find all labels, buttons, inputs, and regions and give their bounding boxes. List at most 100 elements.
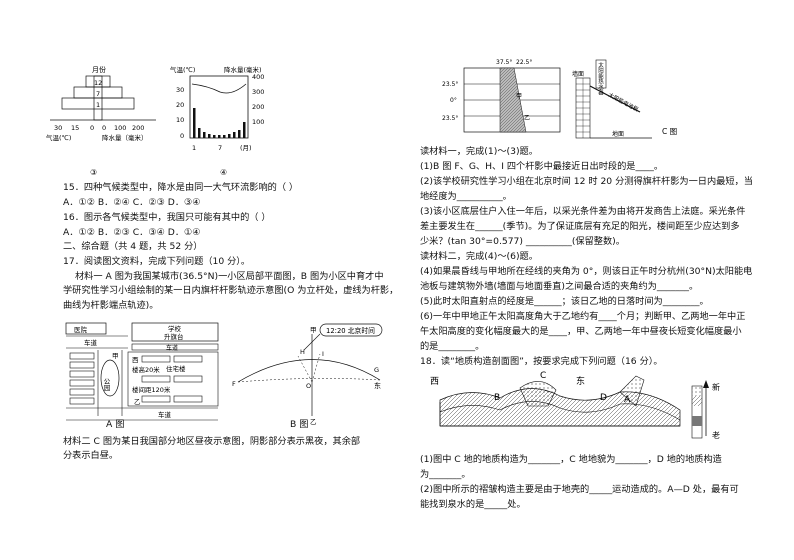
legend-new: 新 (712, 382, 720, 392)
figure-4-caption: ④ (220, 168, 227, 177)
lon-22-5: 22.5° (516, 59, 532, 66)
tick-30: 30 (54, 124, 62, 132)
road-top-right-label: 车道 (166, 344, 178, 352)
geo-east: 东 (576, 375, 585, 387)
rtick-300: 300 (252, 88, 264, 96)
q18-s1-line1: (1)图中 C 地的地质构造为_______，C 地地貌为_______，D 地… (420, 454, 722, 465)
figure-c-caption: C 图 (662, 127, 677, 136)
r-q3-line1: (3)该小区底层住户入住一年后，以采光条件差为由将开发商告上法庭。采光条件 (420, 206, 746, 217)
point-o: O (306, 382, 311, 390)
r-q2-line2: 地经度为__________。 (420, 191, 512, 202)
precip-label: 降水量(毫米) (224, 65, 262, 74)
jia-marker: 甲 (112, 352, 119, 360)
time-label: 12:20 北京时间 (326, 326, 375, 335)
school-label: 学校 (168, 324, 182, 333)
tick-0-left: 0 (90, 124, 94, 132)
r-q5: (5)此时太阳直射点的经度是______；该日乙地的日落时间为________。 (420, 296, 709, 307)
building-spacing-label: 楼间距120米 (132, 385, 171, 394)
tick-0-right: 0 (102, 124, 106, 132)
south-yi-label: 乙 (310, 418, 317, 426)
c-yi-marker: 乙 (524, 115, 530, 122)
west-label: 西 (132, 356, 139, 364)
figure-c-day-night: 37.5° 22.5° 23.5° 0° 23.5° 甲 乙 墙面 太阳能热水器… (442, 59, 677, 139)
temp-label: 气温(℃) (170, 65, 195, 74)
tick-200: 200 (132, 124, 144, 132)
rtick-200: 200 (252, 103, 264, 111)
rtick-100: 100 (252, 118, 264, 126)
q17-stem: 17．阅读图文资料，完成下列问题（10 分）。 (63, 256, 251, 267)
q17-material2-line1: 材料二 C 图为某日我国部分地区昼夜示意图，阴影部分表示黑夜，其余部 (63, 436, 361, 447)
figure-b-caption: B 图 (290, 419, 309, 430)
r-q6-line2: 午太阳高度的变化幅度最大的是____，甲、乙两地一年中昼夜长短变化幅度最小 (420, 326, 742, 337)
q17-material1-line1: 材料一 A 图为我国某城市(36.5°N)一小区局部平面图，B 图为小区中育才中 (75, 271, 384, 282)
month-label: 月份 (92, 65, 106, 74)
r-q2-line1: (2)该学校研究性学习小组在北京时间 12 时 20 分测得旗杆杆影为一日内最短… (420, 176, 753, 187)
building-height-label: 楼高20米 (132, 365, 160, 374)
ltick-20: 20 (176, 101, 184, 109)
r-q6-line3: 的是________。 (420, 341, 485, 352)
figure-b-shadow: 12:20 北京时间 甲 H I G F O 东 乙 (232, 323, 383, 426)
q17-material1-line2: 学研究性学习小组绘制的某一日内旗杆杆影轨迹示意图(O 为立杆处，虚线为杆影， (63, 285, 399, 296)
ltick-10: 10 (176, 116, 184, 124)
r-q4-line2: 池板与建筑物外墙(墙面与地面垂直)之间最合适的夹角约为_______。 (420, 281, 699, 292)
tick-15: 15 (71, 124, 79, 132)
point-i: I (322, 350, 324, 358)
q16-stem: 16．图示各气候类型中，我国只可能有其中的（ ） (63, 212, 271, 223)
road-top-label: 车道 (84, 338, 98, 347)
xtick-7: 7 (218, 144, 222, 152)
q18-s2-line1: (2)图中所示的褶皱构造主要是由于地壳的_____运动造成的。A—D 处，最有可 (420, 484, 739, 495)
q18-s2-line2: 能找到泉水的是_____处。 (420, 499, 526, 510)
lat-23-5-n: 23.5° (442, 81, 458, 88)
water-heater-label: 太阳能热水器 (597, 61, 604, 97)
row-1: 1 (96, 101, 100, 109)
r-intro-1: 读材料一，完成(1)～(3)题。 (420, 146, 538, 157)
lon-37-5: 37.5° (496, 59, 512, 66)
ground-label: 地面 (612, 130, 624, 138)
geologic-cross-section: 西 东 C B D A 新 老 (430, 371, 720, 440)
row-12: 12 (94, 79, 102, 87)
section-2-heading: 二、综合题（共 4 题，共 52 分） (63, 241, 203, 252)
point-f: F (232, 380, 236, 388)
xtick-month: (月) (240, 144, 252, 152)
wall-label: 墙面 (572, 70, 584, 78)
rtick-400: 400 (252, 73, 264, 81)
hospital-label: 医院 (74, 325, 88, 334)
xtick-1: 1 (192, 144, 196, 152)
east-label: 东 (374, 381, 381, 390)
lat-23-5-s: 23.5° (442, 115, 458, 122)
solar-panel-label: 太阳能电池板 (607, 91, 640, 114)
legend-old: 老 (712, 430, 720, 440)
park-label: 公园 (102, 378, 110, 392)
figure-a-caption: A 图 (106, 419, 125, 430)
q15-options[interactable]: A．①② B．②④ C．②③ D．③④ (63, 197, 201, 208)
residence-label: 住宅楼 (166, 364, 186, 373)
c-jia-marker: 甲 (516, 93, 522, 100)
ltick-30: 30 (176, 86, 184, 94)
q15-stem: 15．四种气候类型中，降水是由同一大气环流影响的（ ） (63, 182, 299, 193)
precip-axis-label: 降水量（毫米） (102, 133, 148, 142)
figure-a-map: 医院 学校 升旗台 车道 车道 甲 公园 西 楼高20米 住宅楼 楼间距120米… (65, 322, 219, 421)
north-jia-label: 甲 (310, 326, 317, 334)
r-q4-line1: (4)如果晨昏线与甲地所在经线的夹角为 0°，则该日正午时分杭州(30°N)太阳… (420, 266, 753, 277)
q18-s1-line2: 为_______。 (420, 469, 471, 480)
temp-axis-label: 气温(℃) (46, 133, 71, 142)
geo-a: A (624, 395, 631, 405)
r-q6-line1: (6)一年中甲地正午太阳高度角大于乙地约有____个月；判断甲、乙两地一年中正 (420, 311, 746, 322)
yi-marker: 乙 (134, 398, 141, 406)
climate-chart-3: 月份 12 7 1 30 15 0 0 100 200 气温(℃) 降水量（毫米… (46, 65, 156, 177)
q18-stem: 18．读“地质构造剖面图”，按要求完成下列问题（16 分）。 (420, 356, 663, 367)
geo-d: D (600, 393, 607, 403)
q17-material2-line2: 分表示白昼。 (63, 450, 119, 461)
climate-chart-4: 气温(℃) 降水量(毫米) 30 20 10 0 400 300 200 100… (170, 65, 264, 177)
tick-100: 100 (114, 124, 126, 132)
q16-options[interactable]: A．①② B．②③ C．③④ D．①④ (63, 227, 201, 238)
road-bottom-label: 车道 (158, 410, 172, 419)
geo-west: 西 (430, 376, 439, 387)
geo-c: C (540, 371, 546, 381)
r-q3-line2: 差主要发生在______(季节)。为了保证底层有充足的阳光，楼间距至少应达到多 (420, 221, 740, 232)
q17-material1-line3: 曲线为杆影端点轨迹)。 (63, 300, 159, 311)
ltick-0: 0 (180, 132, 184, 140)
r-q1: (1)B 图 F、G、H、I 四个杆影中最接近日出时段的是____。 (420, 161, 664, 172)
stage-label: 升旗台 (164, 332, 184, 341)
figure-3-caption: ③ (90, 168, 97, 177)
